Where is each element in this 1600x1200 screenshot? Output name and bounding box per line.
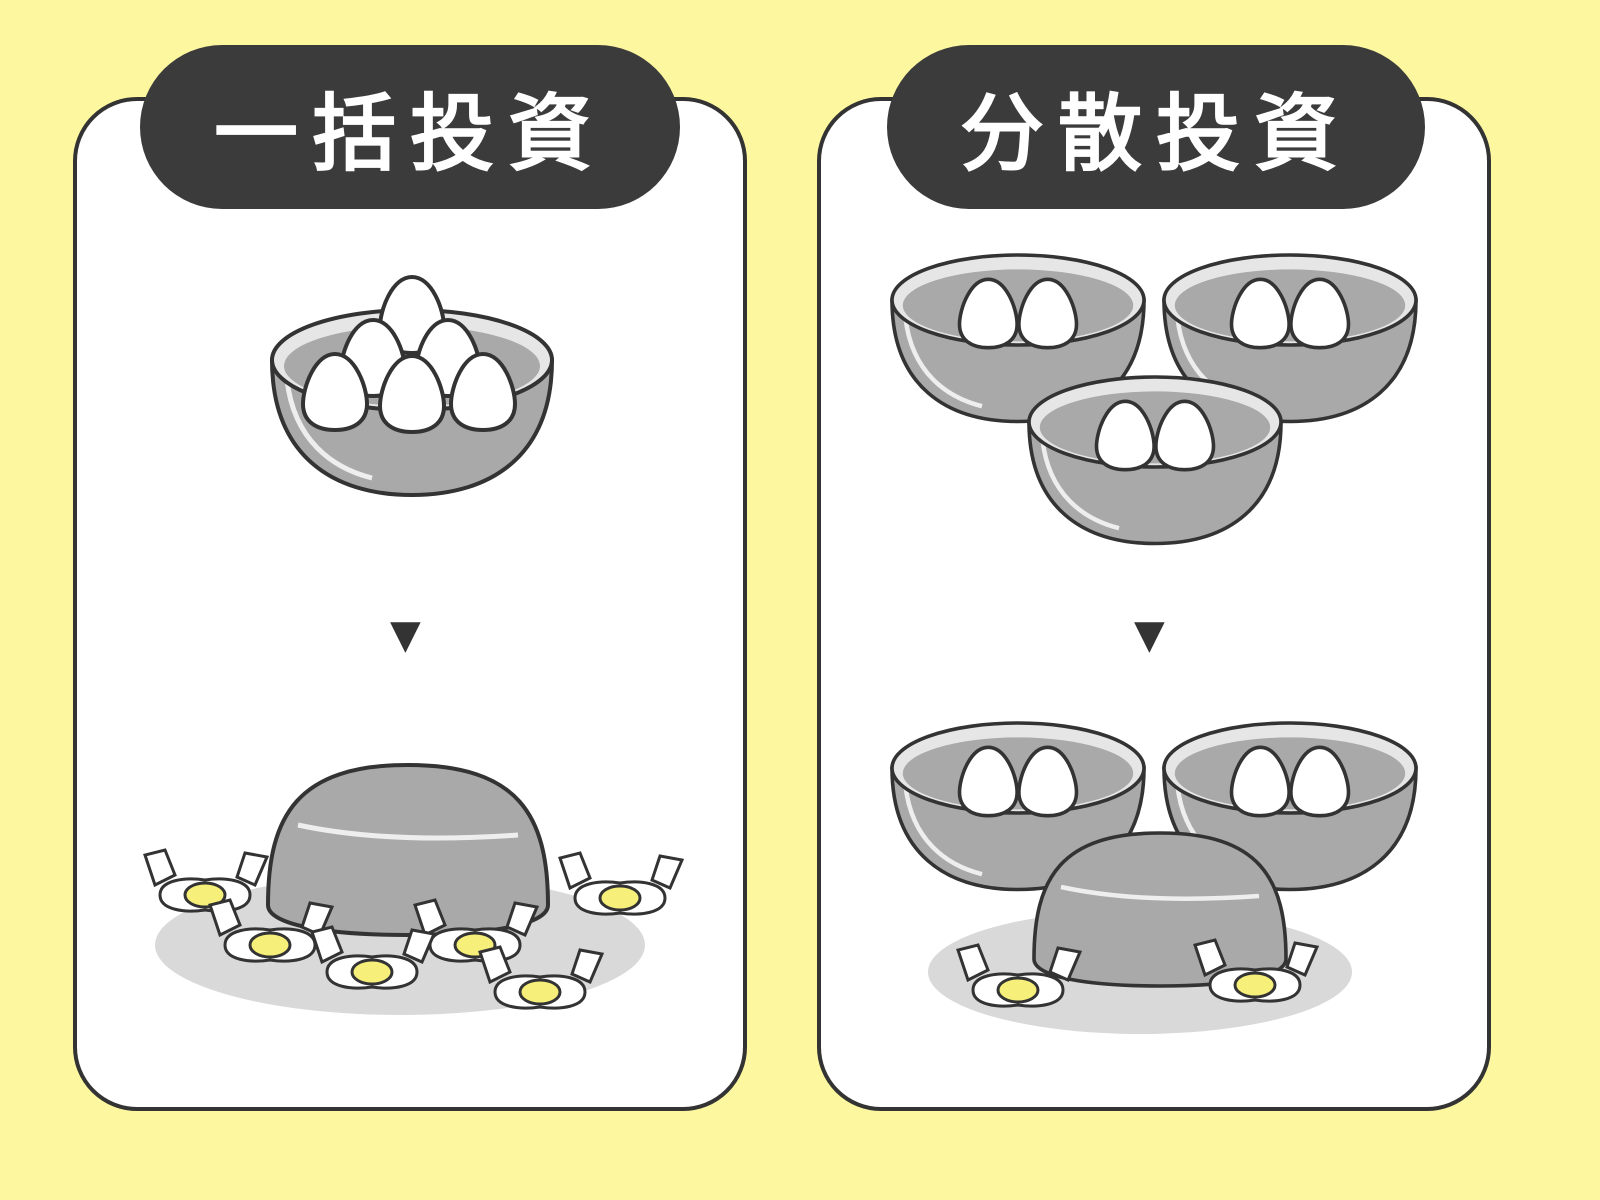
lump-sum-title: 一括投資 (140, 45, 680, 209)
diversified-title: 分散投資 (887, 45, 1425, 209)
bowl-with-eggs (272, 275, 552, 495)
down-arrow-icon: ▼ (390, 612, 421, 658)
bowl-with-eggs (1029, 377, 1281, 544)
broken-egg-icon (558, 851, 684, 916)
broken-egg-icon (143, 848, 269, 913)
down-arrow-icon: ▼ (1134, 612, 1165, 658)
